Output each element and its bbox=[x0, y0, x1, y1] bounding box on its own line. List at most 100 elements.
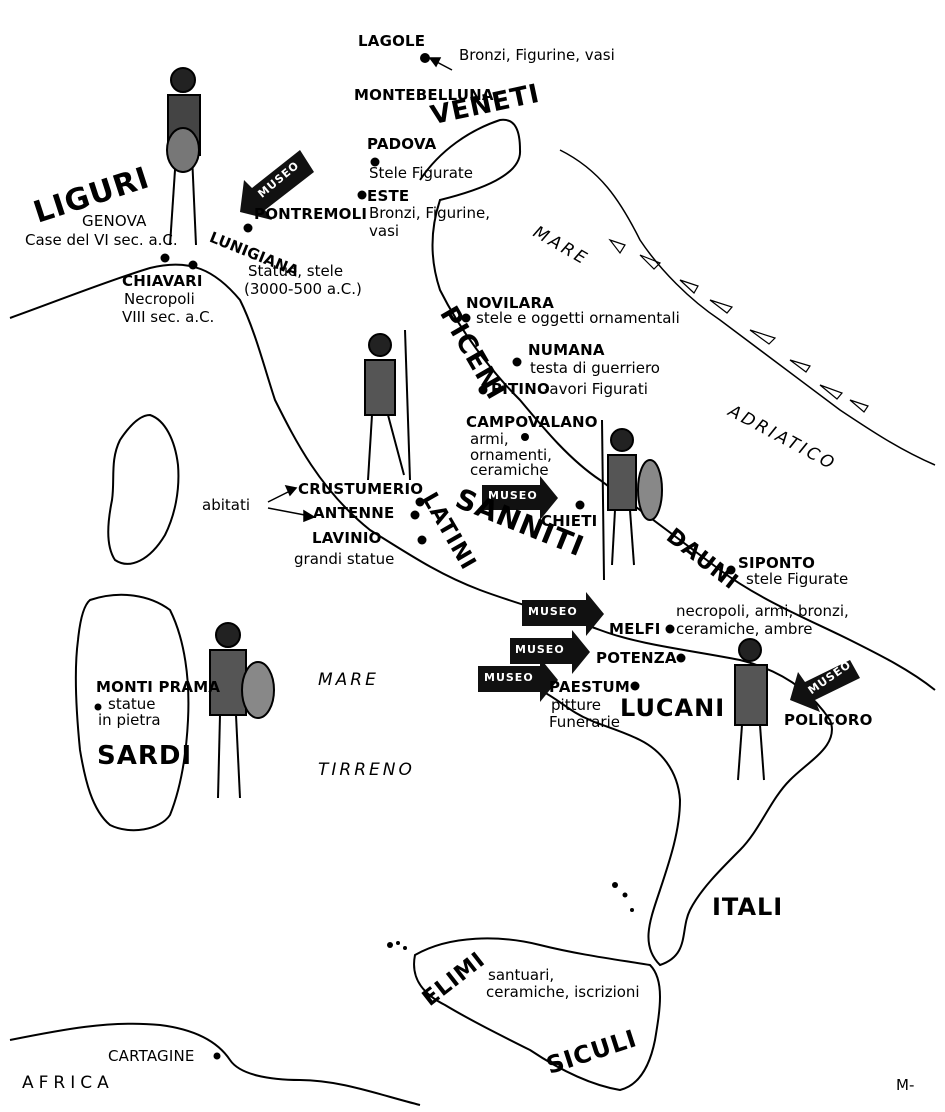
dot-paestum bbox=[630, 681, 640, 691]
sicily-outline bbox=[413, 937, 661, 1092]
site-paestum: PAESTUM bbox=[549, 678, 631, 696]
sicilia-desc-2: ceramiche, iscrizioni bbox=[486, 983, 640, 1001]
site-lavinio: LAVINIO bbox=[312, 529, 382, 547]
site-melfi-desc-2: ceramiche, ambre bbox=[676, 620, 813, 638]
site-chiavari-desc-1: Necropoli bbox=[124, 290, 195, 308]
dot-genova bbox=[160, 253, 170, 263]
site-lunigiana-desc-1: Statue, stele bbox=[248, 262, 344, 280]
site-campovalano-desc-1: armi, bbox=[470, 430, 509, 448]
site-melfi: MELFI bbox=[609, 620, 661, 638]
warrior-figure-latini bbox=[364, 329, 411, 481]
site-abitati: abitati bbox=[202, 496, 251, 514]
site-genova: GENOVA bbox=[82, 212, 147, 230]
museo-label-paestum: MUSEO bbox=[484, 671, 534, 684]
museo-arrow-paestum bbox=[478, 658, 558, 702]
site-lunigiana-desc-2: (3000-500 a.C.) bbox=[244, 280, 362, 298]
site-lavinio-desc: grandi statue bbox=[294, 550, 395, 568]
dot-chiavari bbox=[188, 260, 198, 270]
site-pontremoli: PONTREMOLI bbox=[254, 205, 368, 223]
small-islands bbox=[387, 882, 634, 950]
croatian-coast bbox=[559, 149, 936, 466]
museo-label-chieti: MUSEO bbox=[488, 489, 538, 502]
site-cartagine: CARTAGINE bbox=[108, 1047, 195, 1065]
warrior-figure-liguri bbox=[166, 67, 201, 246]
site-pitino-desc: -avori Figurati bbox=[544, 380, 648, 398]
site-montiprama-desc-2: in pietra bbox=[98, 711, 161, 729]
africa-coast bbox=[9, 1022, 421, 1106]
sea-label-mare-tirreno-1: MARE bbox=[318, 670, 379, 690]
corsica-outline bbox=[107, 413, 180, 565]
dot-padova bbox=[370, 157, 380, 167]
site-dots bbox=[94, 53, 736, 1060]
dot-campovalano bbox=[521, 433, 529, 441]
warrior-figure-sardi bbox=[209, 622, 275, 799]
dot-este bbox=[357, 190, 367, 200]
site-genova-desc: Case del VI sec. a.C. bbox=[25, 231, 178, 249]
artist-signature: M- bbox=[896, 1076, 915, 1094]
people-label-sardi: SARDI bbox=[97, 741, 193, 771]
site-chiavari-desc-2: VIII sec. a.C. bbox=[122, 308, 215, 326]
museo-arrow-pontremoli bbox=[240, 150, 314, 220]
site-este: ESTE bbox=[367, 187, 410, 205]
museo-arrow-melfi bbox=[522, 592, 604, 636]
site-antenne: ANTENNE bbox=[313, 504, 395, 522]
dot-numana bbox=[512, 357, 522, 367]
museo-label-melfi: MUSEO bbox=[528, 605, 578, 618]
site-campovalano-desc-2: ornamenti, bbox=[470, 446, 552, 464]
dot-siponto bbox=[726, 565, 736, 575]
site-padova-desc: Stele Figurate bbox=[369, 164, 473, 182]
museo-arrow-policoro bbox=[790, 660, 860, 712]
site-novilara-desc: stele e oggetti ornamentali bbox=[476, 309, 680, 327]
dot-lunigiana bbox=[243, 223, 253, 233]
site-lagole-desc: Bronzi, Figurine, vasi bbox=[459, 46, 615, 64]
sardinia-outline bbox=[74, 593, 190, 832]
site-siponto: SIPONTO bbox=[738, 554, 816, 572]
site-siponto-desc: stele Figurate bbox=[746, 570, 849, 588]
pointer-arrows bbox=[267, 57, 453, 523]
site-montiprama: MONTI PRAMA bbox=[96, 678, 221, 696]
museo-label-potenza: MUSEO bbox=[515, 643, 565, 656]
dot-cartagine bbox=[213, 1052, 221, 1060]
site-numana-desc: testa di guerriero bbox=[530, 359, 660, 377]
site-paestum-desc-2: Funerarie bbox=[549, 713, 620, 731]
museo-arrow-potenza bbox=[510, 630, 590, 674]
site-melfi-desc-1: necropoli, armi, bronzi, bbox=[676, 602, 849, 620]
site-chiavari: CHIAVARI bbox=[122, 272, 203, 290]
site-padova: PADOVA bbox=[367, 135, 437, 153]
sea-label-mare-tirreno-2: TIRRENO bbox=[318, 760, 415, 780]
dot-montiprama bbox=[94, 703, 102, 711]
people-label-itali: ITALI bbox=[712, 893, 784, 921]
dot-pitino bbox=[478, 385, 488, 395]
dot-lagole bbox=[420, 53, 430, 63]
site-novilara: NOVILARA bbox=[466, 294, 555, 312]
dalmatian-islands bbox=[608, 238, 869, 413]
site-campovalano-desc-3: ceramiche bbox=[470, 461, 549, 479]
site-numana: NUMANA bbox=[528, 341, 605, 359]
museo-arrow-chieti bbox=[482, 476, 558, 520]
dot-antenne bbox=[410, 510, 420, 520]
dot-melfi bbox=[665, 624, 675, 634]
museo-arrows bbox=[240, 150, 860, 712]
dot-potenza bbox=[676, 653, 686, 663]
site-montiprama-desc-1: statue bbox=[108, 695, 156, 713]
sicilia-desc-1: santuari, bbox=[488, 966, 555, 984]
site-paestum-desc-1: pitture bbox=[551, 696, 602, 714]
region-label-africa: AFRICA bbox=[22, 1073, 114, 1093]
dot-lavinio bbox=[417, 535, 427, 545]
site-campovalano: CAMPOVALANO bbox=[466, 413, 598, 431]
site-este-desc-1: Bronzi, Figurine, bbox=[369, 204, 490, 222]
site-potenza: POTENZA bbox=[596, 649, 677, 667]
site-crustumerio: CRUSTUMERIO bbox=[298, 480, 424, 498]
site-montebelluna: MONTEBELLUNA bbox=[354, 86, 494, 104]
site-chieti: CHIETI bbox=[541, 512, 598, 530]
site-lagole: LAGOLE bbox=[358, 32, 426, 50]
dot-crustumerio bbox=[415, 497, 425, 507]
dot-chieti bbox=[575, 500, 585, 510]
site-policoro: POLICORO bbox=[784, 711, 873, 729]
warrior-figure-sanniti bbox=[601, 419, 663, 581]
dot-novilara bbox=[461, 313, 471, 323]
people-label-lucani: LUCANI bbox=[620, 694, 726, 722]
site-pitino: PITINO bbox=[491, 380, 550, 398]
